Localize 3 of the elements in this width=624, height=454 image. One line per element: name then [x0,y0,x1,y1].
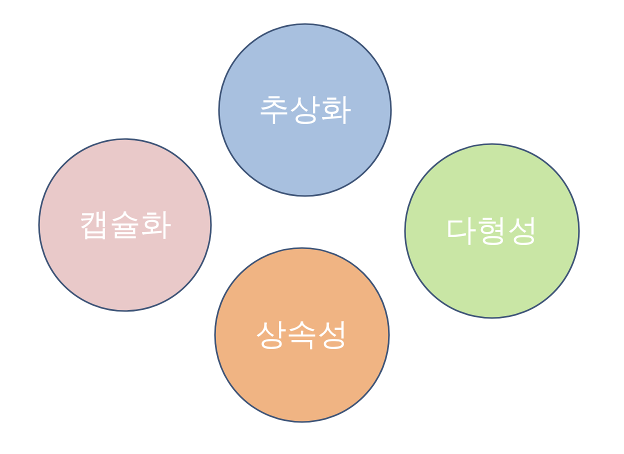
concept-label: 추상화 [258,91,352,129]
concept-label: 상속성 [256,316,348,354]
concept-label: 다형성 [446,212,538,250]
